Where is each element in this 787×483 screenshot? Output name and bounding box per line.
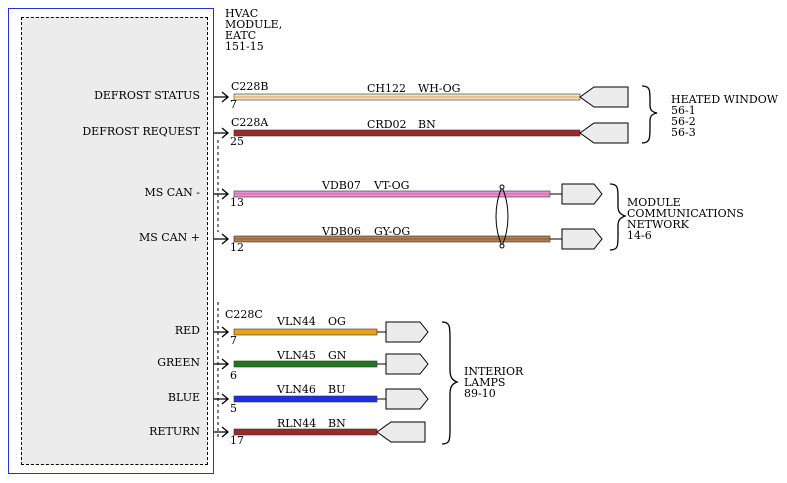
connector-pointer-return <box>376 421 426 443</box>
dest-module-comm-line-4: 14-6 <box>627 229 652 242</box>
pin-label-defrost-request: DEFROST REQUEST <box>82 125 200 138</box>
brace-interior-lamps <box>441 321 459 445</box>
colorcode-bu: BU <box>328 383 346 396</box>
circuit-rln44: RLN44 <box>277 417 317 430</box>
colorcode-gn: GN <box>328 349 347 362</box>
wire-defrost-request <box>233 129 581 137</box>
dest-heated-window-ref-2: 56-2 <box>671 115 696 128</box>
wire-ms-can-plus <box>233 235 551 243</box>
connector-c228c: C228C <box>225 308 263 321</box>
connector-pointer-red <box>385 321 429 343</box>
colorcode-bn: BN <box>418 118 436 131</box>
pin-label-green: GREEN <box>157 356 200 369</box>
colorcode-bn-return: BN <box>328 417 346 430</box>
hvac-module-inner <box>21 17 208 465</box>
pin-label-ms-can-plus: MS CAN + <box>139 231 200 244</box>
arrow-icon-defrost-status <box>214 91 230 103</box>
dest-heated-window-title: HEATED WINDOW <box>671 93 779 106</box>
module-title-line-2: MODULE, <box>225 18 283 31</box>
wire-red <box>233 328 378 336</box>
pin-number-ms-can-minus: 13 <box>230 196 244 209</box>
connector-pointer-ms-can-minus <box>561 183 603 205</box>
pin-label-return: RETURN <box>149 425 200 438</box>
connector-pointer-defrost-status <box>579 86 629 108</box>
dest-interior-lamps-line-3: 89-10 <box>464 387 496 400</box>
twisted-pair-icon <box>495 184 509 249</box>
arrow-icon-blue <box>214 393 230 405</box>
circuit-vln46: VLN46 <box>277 383 316 396</box>
pin-number-return: 17 <box>230 434 244 447</box>
arrow-icon-ms-can-plus <box>214 233 230 245</box>
pin-label-blue: BLUE <box>167 391 200 404</box>
wire-blue <box>233 395 378 403</box>
colorcode-wh-og: WH-OG <box>418 82 461 95</box>
circuit-vdb07: VDB07 <box>322 179 361 192</box>
connector-pointer-ms-can-plus <box>561 228 603 250</box>
dest-module-comm-line-2: COMMUNICATIONS <box>627 207 744 220</box>
arrow-icon-defrost-request <box>214 127 230 139</box>
module-title-line-1: HVAC <box>225 7 259 20</box>
colorcode-og: OG <box>328 315 346 328</box>
pin-number-defrost-request: 25 <box>230 135 244 148</box>
brace-module-comm <box>609 183 627 251</box>
wire-defrost-status <box>233 93 581 101</box>
circuit-ch122: CH122 <box>367 82 407 95</box>
circuit-crd02: CRD02 <box>367 118 407 131</box>
pin-arrows <box>214 91 230 438</box>
connector-c228b: C228B <box>231 80 269 93</box>
arrow-icon-ms-can-minus <box>214 188 230 200</box>
dest-module-comm-line-1: MODULE <box>627 196 681 209</box>
pin-number-green: 6 <box>230 369 237 382</box>
pin-label-red: RED <box>174 324 200 337</box>
pin-number-defrost-status: 7 <box>230 98 237 111</box>
pin-label-ms-can-minus: MS CAN - <box>144 186 201 199</box>
hvac-module-box <box>8 8 214 474</box>
module-title-line-4: 151-15 <box>225 40 264 53</box>
connector-pointer-blue <box>385 388 429 410</box>
circuit-vdb06: VDB06 <box>322 225 361 238</box>
circuit-vln45: VLN45 <box>277 349 316 362</box>
pin-number-ms-can-plus: 12 <box>230 241 244 254</box>
dest-heated-window-ref-1: 56-1 <box>671 104 696 117</box>
dest-interior-lamps-line-1: INTERIOR <box>464 365 524 378</box>
pin-label-defrost-status: DEFROST STATUS <box>94 89 200 102</box>
connector-c228a: C228A <box>231 116 269 129</box>
dest-heated-window-ref-3: 56-3 <box>671 126 696 139</box>
wire-green <box>233 360 378 368</box>
dest-module-comm-line-3: NETWORK <box>627 218 689 231</box>
dest-interior-lamps-line-2: LAMPS <box>464 376 506 389</box>
pin-number-blue: 5 <box>230 402 237 415</box>
wire-return <box>233 428 378 436</box>
brace-heated-window <box>641 85 658 144</box>
arrow-icon-red <box>214 326 230 338</box>
colorcode-gy-og: GY-OG <box>374 225 411 238</box>
module-title-line-3: EATC <box>225 29 257 42</box>
pin-number-red: 7 <box>230 334 237 347</box>
arrow-icon-return <box>214 426 230 438</box>
connector-pointer-defrost-request <box>579 122 629 144</box>
connector-pointer-green <box>385 353 429 375</box>
circuit-vln44: VLN44 <box>277 315 316 328</box>
colorcode-vt-og: VT-OG <box>374 179 410 192</box>
wire-ms-can-minus <box>233 190 551 198</box>
arrow-icon-green <box>214 358 230 370</box>
